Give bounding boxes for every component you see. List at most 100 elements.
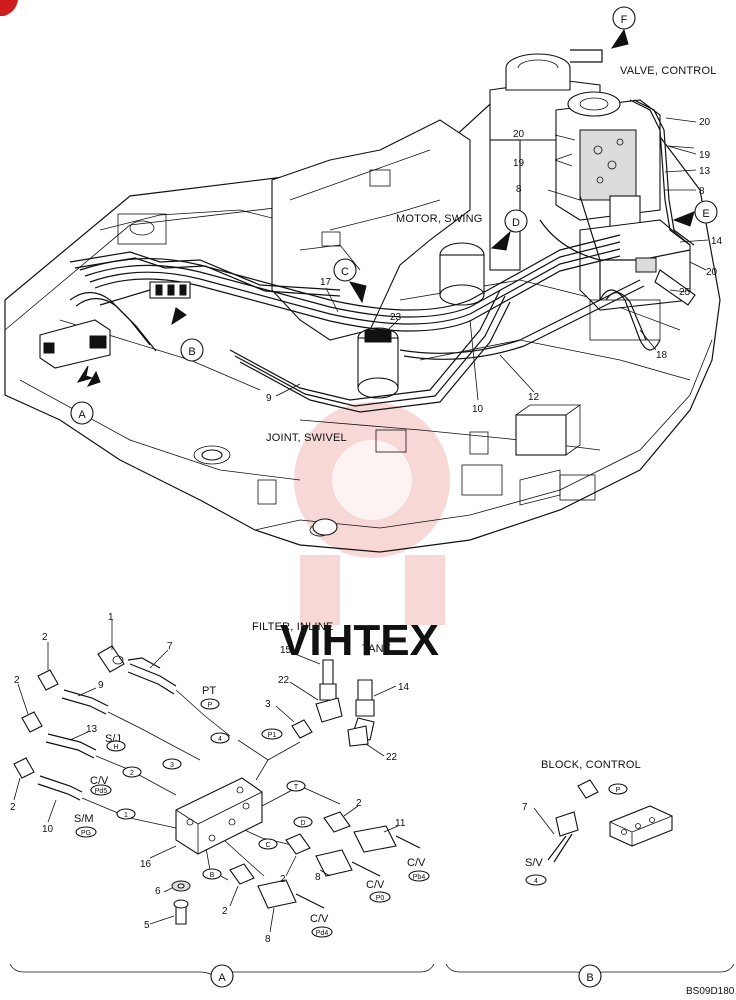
caption-valve-control: VALVE, CONTROL <box>620 65 717 77</box>
part-number: 2 <box>222 906 228 917</box>
part-number: 7 <box>522 802 528 813</box>
port-label: C/V <box>366 879 385 891</box>
view-letter-B-lower: B <box>578 964 602 988</box>
port-tag: P1 <box>261 728 283 740</box>
part-number: 6 <box>155 886 161 897</box>
part-number: 23 <box>390 312 402 323</box>
part-number: 10 <box>42 824 54 835</box>
view-letter-C-upper: C <box>333 258 357 282</box>
caption-motor-swing: MOTOR, SWING <box>396 213 483 225</box>
part-number: 3 <box>265 699 271 710</box>
part-number: 20 <box>699 117 711 128</box>
part-number: 13 <box>699 166 711 177</box>
port-tag: Pd4 <box>311 926 333 938</box>
svg-text:Pd4: Pd4 <box>316 930 329 937</box>
port-tag: C <box>258 838 278 850</box>
part-number: 12 <box>528 392 540 403</box>
part-number: 13 <box>86 724 98 735</box>
upper-callout-leaders <box>275 117 709 401</box>
svg-text:F: F <box>621 14 628 26</box>
svg-text:B: B <box>188 346 195 358</box>
port-tag: 4 <box>210 732 230 744</box>
part-number: 1 <box>108 612 114 623</box>
svg-text:T: T <box>294 784 299 791</box>
svg-text:C: C <box>265 842 270 849</box>
lower-callout-leaders <box>13 620 555 933</box>
svg-text:E: E <box>702 208 709 220</box>
part-number: 18 <box>656 350 668 361</box>
part-number: 16 <box>140 859 152 870</box>
port-tag: P <box>608 783 628 795</box>
view-letter-B-upper: B <box>180 338 204 362</box>
svg-text:B: B <box>586 972 593 984</box>
part-number: 19 <box>699 150 711 161</box>
part-number: 14 <box>711 236 723 247</box>
upper-frame-drawing <box>4 49 721 553</box>
part-number: 5 <box>144 920 150 931</box>
part-number: 9 <box>266 393 272 404</box>
svg-text:A: A <box>78 409 86 421</box>
port-tag: T <box>286 780 306 792</box>
caption-joint-swivel: JOINT, SWIVEL <box>266 432 347 444</box>
port-label: S/V <box>525 857 543 869</box>
part-number: 8 <box>265 934 271 945</box>
svg-text:P0: P0 <box>376 895 385 902</box>
part-number: 14 <box>398 682 410 693</box>
svg-text:D: D <box>512 217 520 229</box>
part-number: 8 <box>315 872 321 883</box>
figure-code: BS09D180 <box>686 986 735 997</box>
port-tag: 3 <box>162 758 182 770</box>
view-letter-D-upper: D <box>504 209 528 233</box>
part-number: 10 <box>472 404 484 415</box>
svg-text:P: P <box>616 787 621 794</box>
port-tag: B <box>202 868 222 880</box>
port-label: PT <box>202 685 216 697</box>
part-number: 17 <box>320 277 332 288</box>
part-number: 2 <box>10 802 16 813</box>
svg-text:H: H <box>113 744 118 751</box>
port-tag: P0 <box>369 891 391 903</box>
port-tag: Pd5 <box>90 784 112 796</box>
port-label: C/V <box>310 913 329 925</box>
port-tag: 1 <box>116 808 136 820</box>
part-number: 8 <box>516 184 522 195</box>
detail-B-drawing <box>445 779 735 981</box>
svg-text:P1: P1 <box>268 732 277 739</box>
svg-text:B: B <box>210 872 215 879</box>
part-number: 20 <box>513 129 525 140</box>
svg-text:2: 2 <box>130 770 134 777</box>
part-number: 22 <box>386 752 398 763</box>
svg-text:A: A <box>218 972 226 984</box>
part-number: 8 <box>699 186 705 197</box>
part-number: 25 <box>679 287 691 298</box>
port-tag: D <box>293 816 313 828</box>
svg-text:Pd5: Pd5 <box>95 788 108 795</box>
view-letter-F-upper: F <box>612 6 636 30</box>
view-letter-A-lower: A <box>210 964 234 988</box>
port-label: C/V <box>407 857 426 869</box>
caption-filter-inline: FILTER, INLINE <box>252 621 333 633</box>
port-tag: Pb4 <box>408 870 430 882</box>
port-tag: H <box>106 740 126 752</box>
port-tag: 2 <box>122 766 142 778</box>
watermark-text: VIHTEX <box>280 616 439 665</box>
port-label: C/V <box>90 775 109 787</box>
part-number: 9 <box>98 680 104 691</box>
svg-text:PG: PG <box>81 830 91 837</box>
svg-text:3: 3 <box>170 762 174 769</box>
svg-text:4: 4 <box>218 736 222 743</box>
port-tag: 4 <box>525 874 547 886</box>
view-letter-A-upper: A <box>70 401 94 425</box>
view-letter-E-upper: E <box>694 200 718 224</box>
part-number: 22 <box>278 675 290 686</box>
caption-block-control: BLOCK, CONTROL <box>541 759 641 771</box>
svg-text:Pb4: Pb4 <box>413 874 426 881</box>
svg-text:P: P <box>208 702 213 709</box>
view-arrows-upper <box>76 28 695 387</box>
part-number: 20 <box>706 267 718 278</box>
caption-tank: TANK <box>362 643 392 655</box>
watermark-logo: VIHTEX <box>280 402 450 665</box>
part-number: 2 <box>42 632 48 643</box>
svg-text:4: 4 <box>534 878 538 885</box>
